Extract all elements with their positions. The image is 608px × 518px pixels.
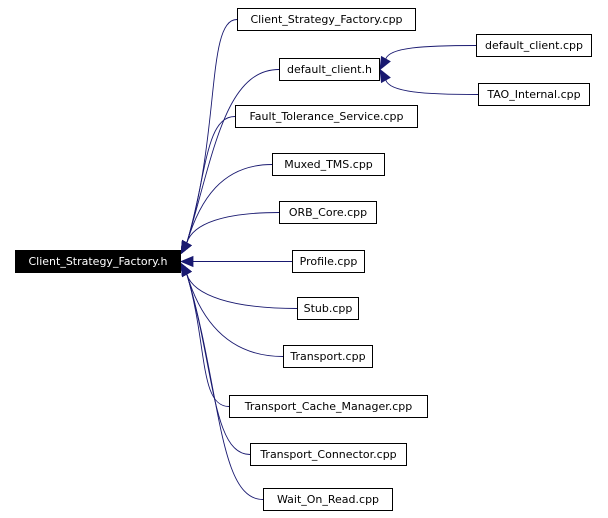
edge-n_transport-to-root (186, 273, 284, 357)
node-fault-tolerance-service-cpp[interactable]: Fault_Tolerance_Service.cpp (235, 105, 418, 128)
node-default-client-h[interactable]: default_client.h (279, 58, 380, 81)
arrowhead-n_orb_core (180, 239, 192, 255)
node-tao-internal-cpp[interactable]: TAO_Internal.cpp (478, 83, 590, 106)
edge-n_csf_cpp-to-root (186, 19, 238, 244)
edge-n_default_h-to-root (186, 69, 280, 244)
node-transport-cache-manager-cpp[interactable]: Transport_Cache_Manager.cpp (229, 395, 428, 418)
node-default-client-cpp[interactable]: default_client.cpp (476, 34, 592, 57)
arrowhead-n_profile (179, 255, 194, 268)
edge-n_tcm-to-root (186, 273, 230, 407)
root-node: Client_Strategy_Factory.h (15, 250, 181, 273)
node-transport-connector-cpp[interactable]: Transport_Connector.cpp (250, 443, 407, 466)
edge-n_tao_internal-to-n_default_h (385, 79, 479, 95)
arrowhead-n_tao_internal (379, 68, 391, 84)
edge-n_orb_core-to-root (186, 212, 280, 244)
edge-n_tconn-to-root (186, 273, 251, 455)
node-transport-cpp[interactable]: Transport.cpp (283, 345, 373, 368)
node-wait-on-read-cpp[interactable]: Wait_On_Read.cpp (263, 488, 393, 511)
edge-n_default_cpp-to-n_default_h (385, 45, 477, 60)
node-stub-cpp[interactable]: Stub.cpp (297, 297, 359, 320)
edge-n_ft_service-to-root (186, 116, 236, 244)
edge-n_muxed_tms-to-root (186, 164, 273, 244)
node-orb-core-cpp[interactable]: ORB_Core.cpp (279, 201, 377, 224)
edge-n_stub-to-root (186, 273, 298, 309)
node-muxed-tms-cpp[interactable]: Muxed_TMS.cpp (272, 153, 385, 176)
arrowhead-n_wait_read (180, 262, 192, 278)
node-client-strategy-factory-cpp[interactable]: Client_Strategy_Factory.cpp (237, 8, 416, 31)
arrowhead-n_default_cpp (379, 55, 391, 71)
node-profile-cpp[interactable]: Profile.cpp (292, 250, 365, 273)
edge-n_wait_read-to-root (186, 273, 264, 500)
